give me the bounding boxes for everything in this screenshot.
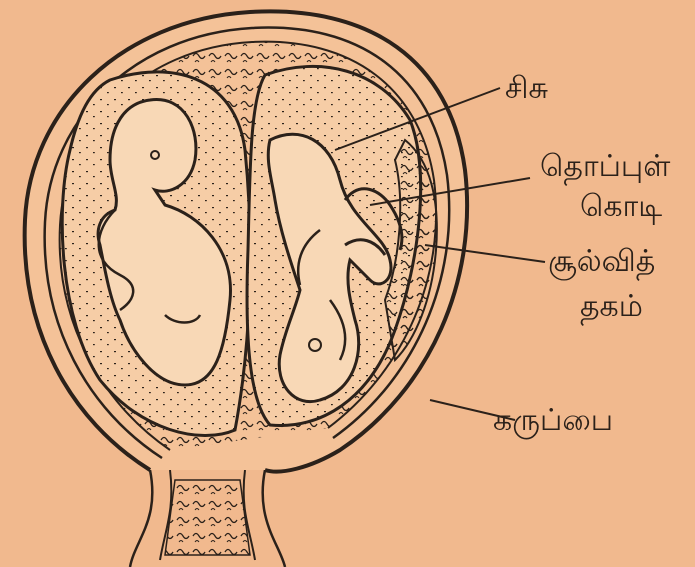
label-fetus: சிசு <box>505 72 548 106</box>
label-umbilical-cord-line1: தொப்புள் <box>540 150 670 184</box>
label-placenta-line2: தகம் <box>580 290 643 324</box>
label-uterus: கருப்பை <box>493 404 613 438</box>
label-placenta-line1: சூல்வித் <box>548 245 655 279</box>
cervix <box>130 470 285 567</box>
label-umbilical-cord-line2: கொடி <box>580 190 662 224</box>
